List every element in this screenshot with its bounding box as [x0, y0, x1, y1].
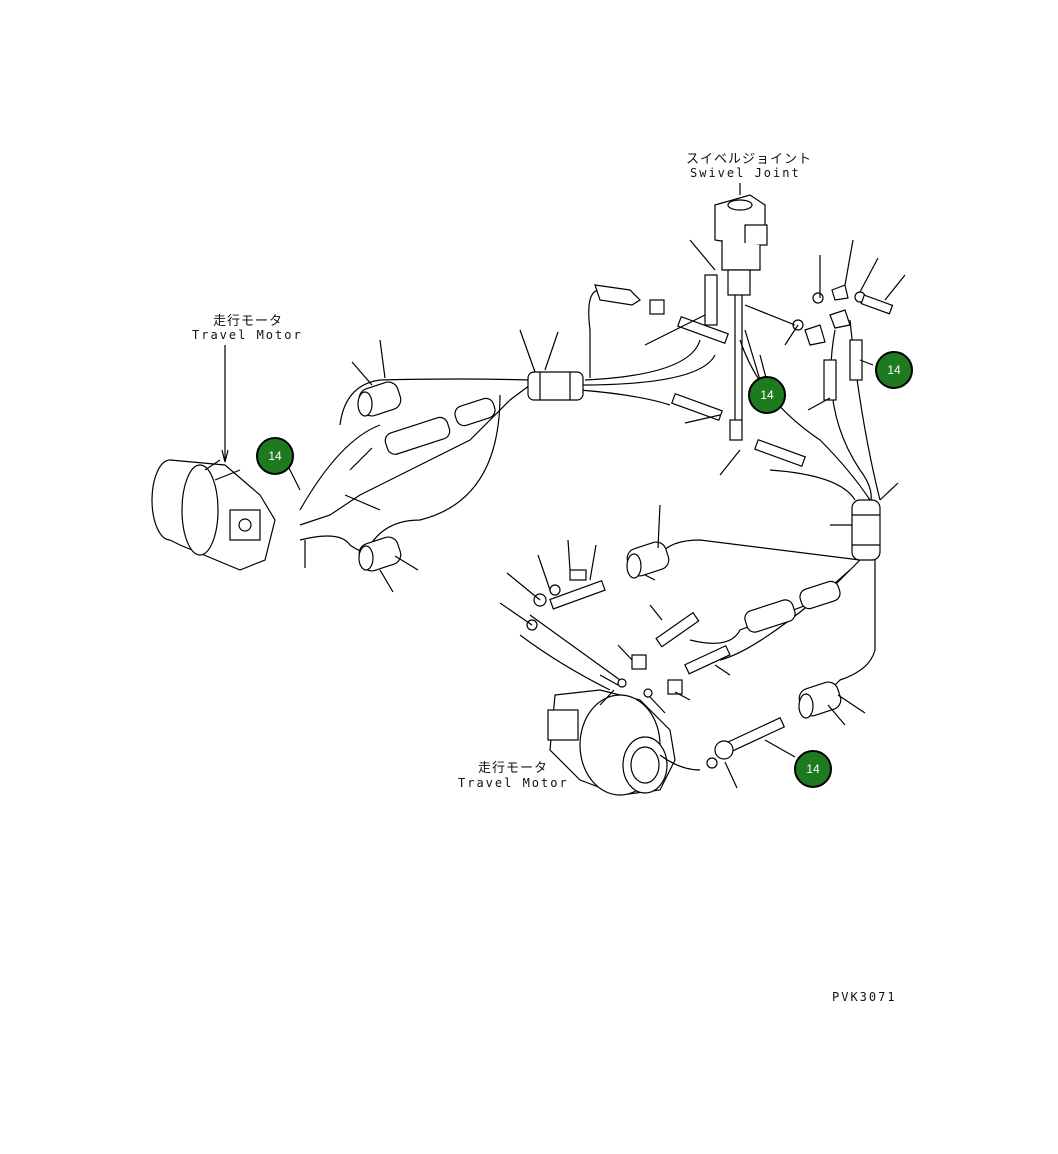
callout-14: 14 — [794, 750, 832, 788]
callout-14: 14 — [256, 437, 294, 475]
travel-motor-right — [547, 689, 676, 796]
swivel-joint-label-jp: スイベルジョイント — [686, 152, 813, 167]
travel-motor-left — [151, 459, 276, 571]
travel-motor-right-label-en: Travel Motor — [458, 776, 569, 790]
leader-lines — [221, 183, 906, 789]
hose-wraps — [384, 274, 863, 633]
fittings — [526, 284, 894, 769]
travel-motor-left-label-en: Travel Motor — [192, 328, 303, 342]
swivel-joint — [714, 194, 768, 420]
clamp-blocks — [527, 371, 881, 561]
swivel-joint-label-en: Swivel Joint — [690, 166, 801, 180]
sleeves — [357, 381, 842, 719]
travel-motor-right-label-jp: 走行モータ — [478, 761, 549, 776]
hose-routes — [299, 289, 881, 771]
callout-14: 14 — [748, 376, 786, 414]
drawing-code: PVK3071 — [832, 990, 897, 1004]
callout-14: 14 — [875, 351, 913, 389]
travel-motor-left-label-jp: 走行モータ — [213, 314, 284, 329]
